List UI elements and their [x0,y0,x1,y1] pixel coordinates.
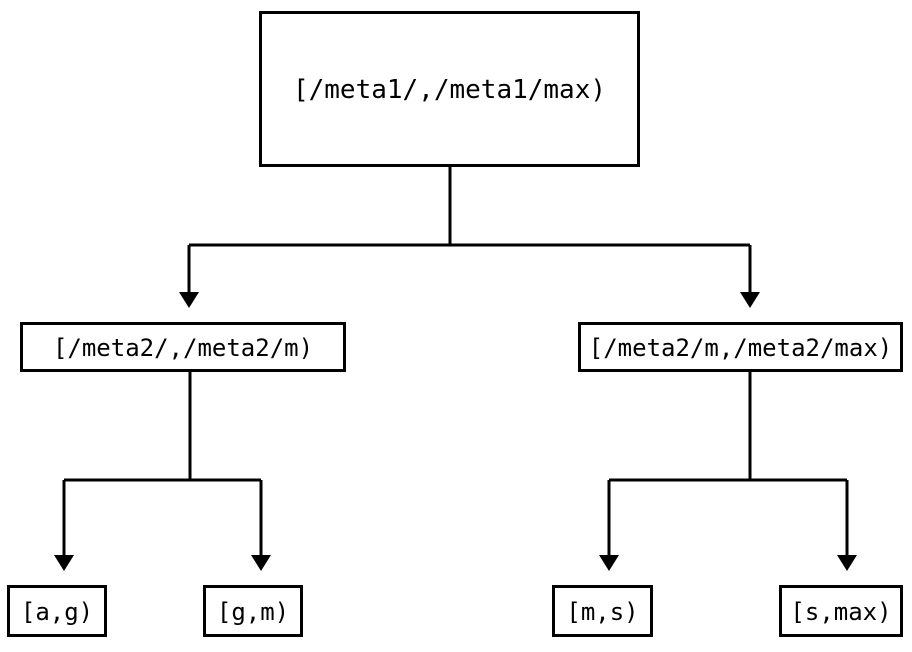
node-label: [/meta1/,/meta1/max) [293,75,606,105]
edge-root-to-mid-right [448,167,760,308]
edge-layer [54,167,857,571]
node-label: [a,g) [21,598,93,626]
node-label: [/meta2/m,/meta2/max) [589,334,892,362]
node-label: [s,max) [790,598,891,626]
tree-node-mid-right[interactable]: [/meta2/m,/meta2/max) [578,322,903,372]
node-layer: [/meta1/,/meta1/max) [/meta2/,/meta2/m) [/… [7,11,903,637]
arrowhead-icon [54,555,74,571]
tree-node-leaf-g-m[interactable]: [g,m) [203,585,303,637]
tree-node-mid-left[interactable]: [/meta2/,/meta2/m) [20,322,346,372]
edge-mid-right-to-leaf-s-max [748,372,857,571]
node-box[interactable] [7,585,107,637]
arrowhead-icon [837,555,857,571]
arrowhead-icon [740,292,760,308]
node-box[interactable] [259,11,640,167]
node-box[interactable] [779,585,903,637]
node-box[interactable] [552,585,653,637]
edge-mid-left-to-leaf-g-m [188,372,271,571]
node-label: [m,s) [566,598,638,626]
arrowhead-icon [251,555,271,571]
node-label: [/meta2/,/meta2/m) [53,334,313,362]
node-box[interactable] [20,322,346,372]
tree-node-leaf-a-g[interactable]: [a,g) [7,585,107,637]
tree-node-leaf-s-max[interactable]: [s,max) [779,585,903,637]
tree-node-leaf-m-s[interactable]: [m,s) [552,585,653,637]
node-box[interactable] [203,585,303,637]
edge-mid-right-to-leaf-m-s [599,372,752,571]
arrowhead-icon [179,292,199,308]
edge-root-to-mid-left [179,167,452,308]
node-label: [g,m) [217,598,289,626]
tree-node-root[interactable]: [/meta1/,/meta1/max) [259,11,640,167]
arrowhead-icon [599,555,619,571]
edge-mid-left-to-leaf-a-g [54,372,192,571]
node-box[interactable] [578,322,903,372]
